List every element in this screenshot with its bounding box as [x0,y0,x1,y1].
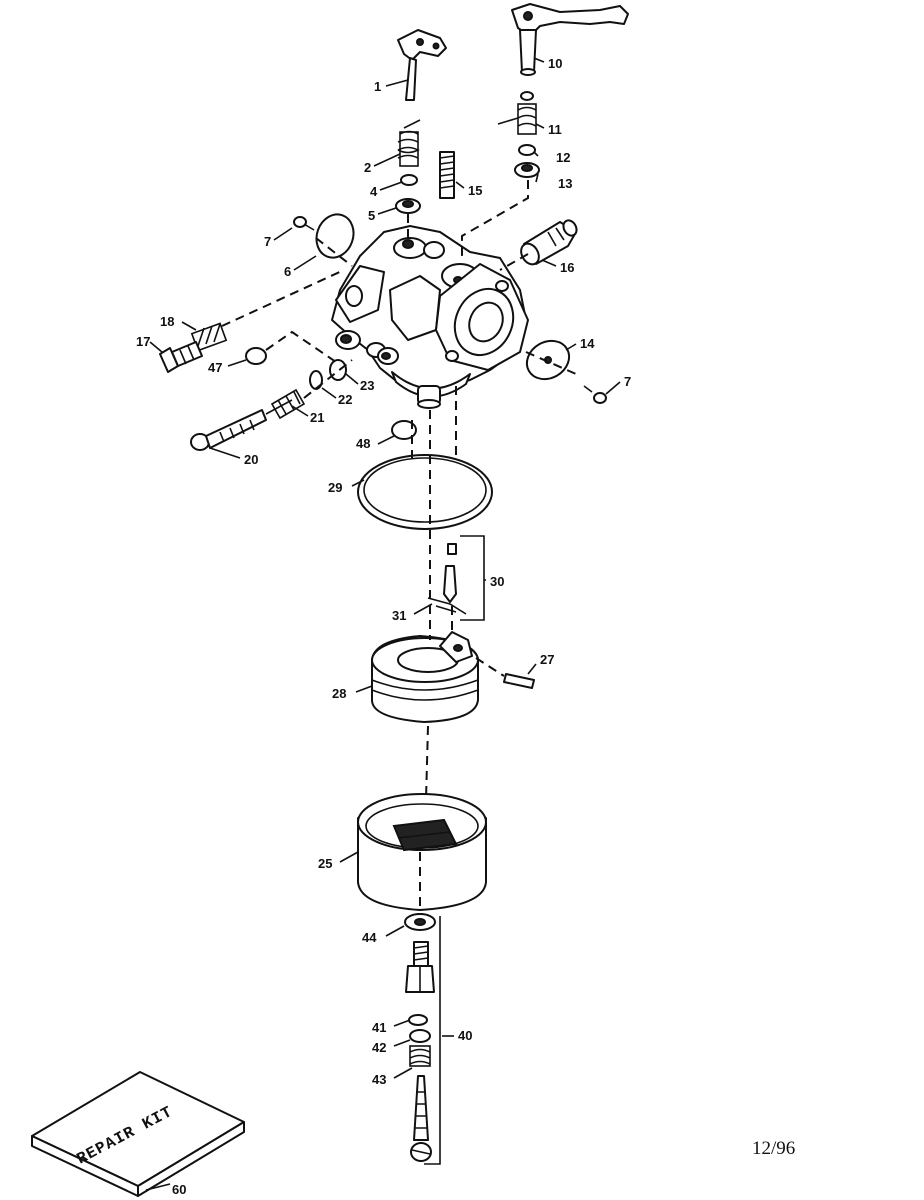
callout-12: 12 [556,150,570,165]
callout-4: 4 [370,184,378,199]
callout-31: 31 [392,608,406,623]
callout-14: 14 [580,336,595,351]
part-43-spring [409,1045,431,1067]
callout-25: 25 [318,856,332,871]
part-12-washer [518,144,536,156]
callout-41: 41 [372,1020,386,1035]
callout-29: 29 [328,480,342,495]
part-1-throttle-shaft [397,29,447,101]
part-47-plug [245,347,267,365]
part-7-screw-left [293,216,315,231]
part-40-bowl-nut [405,941,435,993]
part-7-screw-right [583,385,607,404]
part-44-washer [404,913,436,931]
callout-20: 20 [244,452,258,467]
part-10-choke-shaft [511,3,629,76]
callout-6: 6 [284,264,291,279]
part-28-float [371,631,479,723]
callout-28: 28 [332,686,346,701]
part-main-jet-needle [410,1075,432,1162]
callout-40: 40 [458,1028,472,1043]
carburetor-body [331,225,529,409]
callout-48: 48 [356,436,370,451]
callout-13: 13 [558,176,572,191]
callout-18: 18 [160,314,174,329]
part-13-seal [514,162,540,178]
callout-42: 42 [372,1040,386,1055]
callout-47: 47 [208,360,222,375]
callout-16: 16 [560,260,574,275]
part-41-washer [408,1014,428,1026]
repair-kit-box: REPAIR KIT [31,1071,245,1197]
part-15-stud [439,151,455,199]
callout-43: 43 [372,1072,386,1087]
callout-7-left: 7 [264,234,271,249]
part-23-washer [329,359,347,381]
date-code: 12/96 [752,1138,795,1159]
callout-10: 10 [548,56,562,71]
callout-7-right: 7 [624,374,631,389]
callout-17: 17 [136,334,150,349]
callout-22: 22 [338,392,352,407]
callout-1: 1 [374,79,381,94]
part-17-screw [159,341,203,373]
part-4-washer [400,174,418,186]
part-6-throttle-plate [315,213,355,259]
part-21-spring [270,388,306,420]
part-2-spring [397,119,421,167]
callout-44: 44 [362,930,377,945]
callout-60: 60 [172,1182,186,1197]
part-27-pin [503,673,535,689]
part-29-gasket [357,454,493,530]
part-31-clip [427,597,467,615]
part-16-fuel-inlet [520,219,578,266]
part-30-inlet-needle [443,535,485,621]
part-42-washer [409,1029,431,1043]
callout-21: 21 [310,410,324,425]
callout-5: 5 [368,208,375,223]
part-20-needle [190,399,293,451]
callout-30: 30 [490,574,504,589]
part-25-float-bowl [357,793,487,911]
leader-lines [145,57,621,1191]
part-5-seal [395,198,421,214]
callout-2: 2 [364,160,371,175]
callout-11: 11 [548,122,562,137]
callout-27: 27 [540,652,554,667]
callout-15: 15 [468,183,482,198]
callout-23: 23 [360,378,374,393]
alignment-lines [221,180,577,912]
part-48-plug [391,420,417,440]
callout-labels: 1 10 11 12 13 2 4 5 15 7 6 16 18 17 47 2… [136,56,631,1197]
part-11-spring [497,91,537,135]
part-22-washer [309,370,323,390]
